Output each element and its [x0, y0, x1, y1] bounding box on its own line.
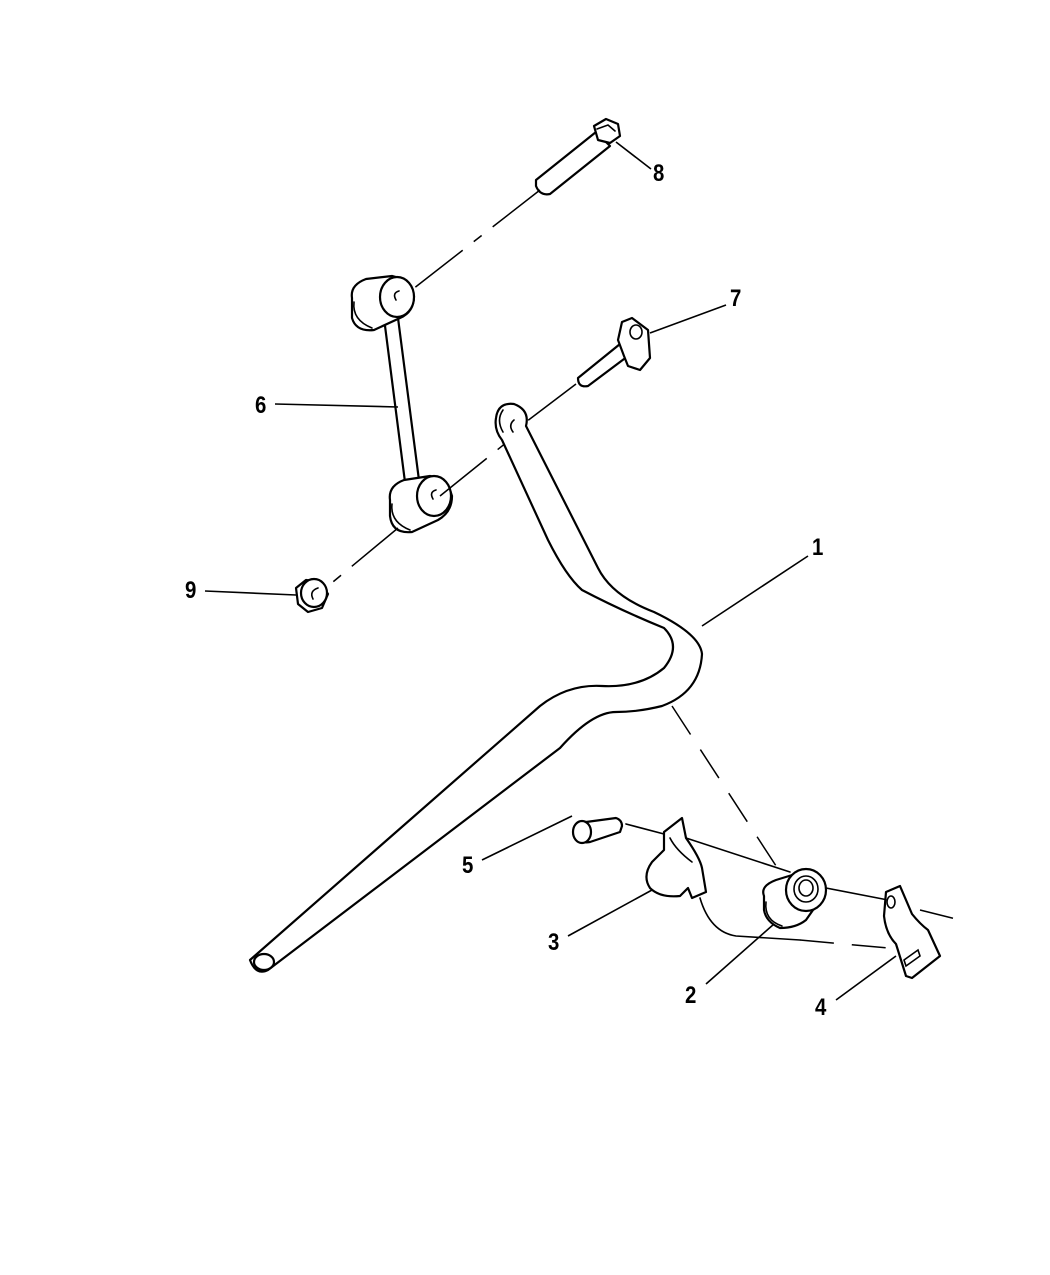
bushing-2-drawing: [762, 867, 889, 930]
clamp-3-drawing: [645, 816, 801, 941]
callout-8-upper-bolt: 8: [653, 160, 665, 187]
bolt-5-drawing: [571, 816, 665, 845]
bolt-7-drawing: [517, 316, 652, 429]
callout-1-stabilizer-bar: 1: [812, 534, 824, 561]
callout-4-bracket: 4: [815, 994, 827, 1021]
bolt-8-drawing: [403, 117, 622, 297]
callout-9-nut: 9: [185, 577, 197, 604]
callout-2-bushing: 2: [685, 982, 697, 1009]
callout-5-bolt: 5: [462, 852, 474, 879]
callout-3-clamp: 3: [548, 929, 560, 956]
nut-9-drawing: [294, 577, 330, 614]
link-6-drawing: [315, 274, 523, 597]
leader-lines: [204, 141, 897, 1001]
bar-1-drawing: [248, 402, 781, 973]
callout-7-bolt-clip: 7: [730, 285, 742, 312]
callout-6-link: 6: [255, 392, 267, 419]
bracket-4-drawing: [799, 884, 961, 980]
